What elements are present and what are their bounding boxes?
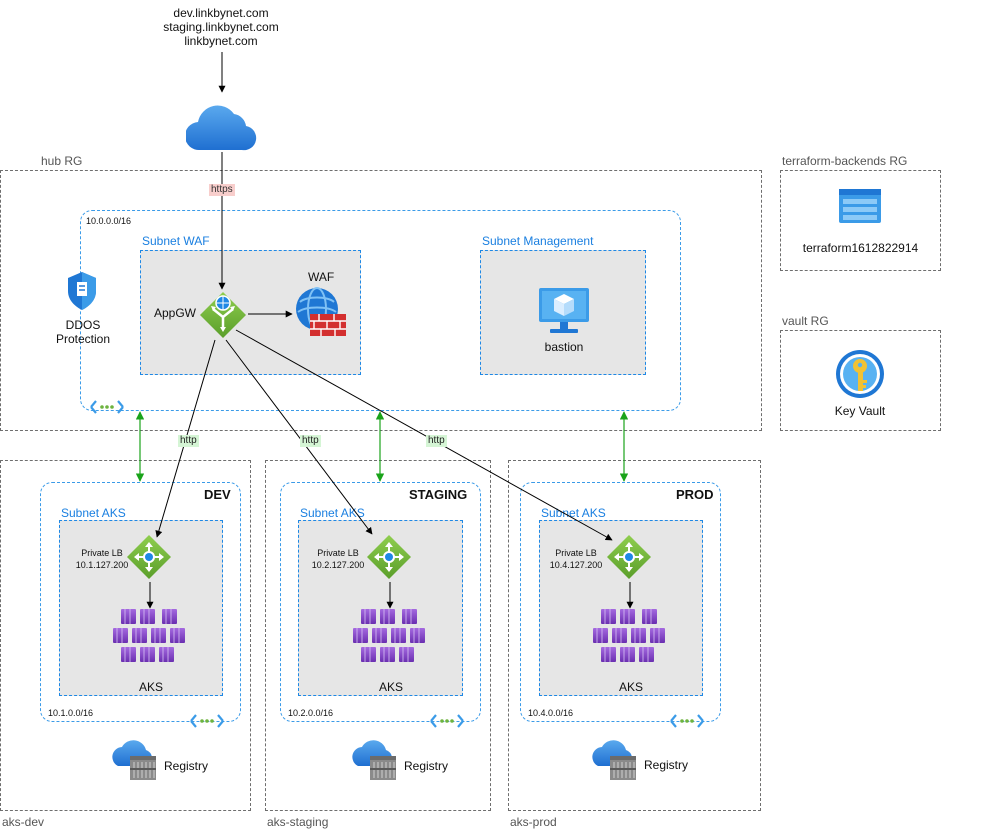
domain-staging: staging.linkbynet.com [163,20,279,34]
staging-lb-label-line2: 10.2.127.200 [311,560,365,570]
keyvault-label: Key Vault [834,404,886,418]
appgw-icon [200,292,246,338]
cloud-icon [186,105,257,151]
waf-label: WAF [308,270,335,284]
http-edge-label-dev: http [178,435,199,447]
dev-vnet-cidr: 10.1.0.0/16 [48,708,94,718]
staging-vnet-cidr: 10.2.0.0/16 [288,708,334,718]
staging-aks-label: AKS [378,680,403,694]
vault-rg-label: vault RG [782,314,829,328]
prod-lb-label: Private LB 10.4.127.200 [544,547,608,571]
edge-appgw-prod-lb [235,329,613,541]
ddos-label-line2: Protection [55,332,111,346]
prod-registry-label: Registry [644,758,689,772]
prod-vnet [520,482,721,722]
domain-dev: dev.linkbynet.com [173,6,269,20]
bastion-icon [539,288,589,333]
dev-lb-label-line2: 10.1.127.200 [75,560,129,570]
http-edge-label-prod: http [426,435,447,447]
storage-label: terraform1612822914 [802,241,919,255]
prod-env-title: PROD [676,487,714,502]
dev-lb-label-line1: Private LB [81,548,123,558]
domain-prod: linkbynet.com [184,34,258,48]
dev-lb-label: Private LB 10.1.127.200 [72,547,132,571]
ddos-label: DDOS Protection [40,318,126,346]
staging-lb-label: Private LB 10.2.127.200 [306,547,370,571]
staging-registry-label: Registry [404,759,449,773]
hub-vnet-cidr: 10.0.0.0/16 [86,216,132,226]
dev-registry-label: Registry [164,759,209,773]
domain-list: dev.linkbynet.com staging.linkbynet.com … [160,6,282,48]
edge-appgw-staging-lb [225,339,373,535]
dev-aks-label: AKS [138,680,163,694]
http-edge-label-staging: http [300,435,321,447]
subnet-management-label: Subnet Management [482,234,594,248]
ddos-shield-icon [68,272,96,310]
staging-env-title: STAGING [409,487,468,502]
keyvault-icon [836,350,884,398]
appgw-label: AppGW [154,306,197,320]
prod-lb-label-line2: 10.4.127.200 [549,560,603,570]
dev-env-title: DEV [204,487,231,502]
staging-subnet-aks-label: Subnet AKS [300,506,365,520]
prod-vnet-cidr: 10.4.0.0/16 [528,708,574,718]
hub-rg-label: hub RG [41,154,83,168]
prod-aks-label: AKS [618,680,643,694]
waf-icon [296,287,346,336]
terraform-rg [780,170,941,271]
bastion-label: bastion [544,340,584,354]
staging-vnet [280,482,481,722]
dev-vnet [40,482,241,722]
aks-staging-rg-label: aks-staging [267,815,329,829]
aks-prod-rg-label: aks-prod [510,815,557,829]
dev-subnet-aks-label: Subnet AKS [61,506,126,520]
terraform-rg-label: terraform-backends RG [782,154,908,168]
aks-prod-rg [508,460,761,811]
prod-lb-label-line1: Private LB [555,548,597,558]
ddos-label-line1: DDOS [65,318,101,332]
https-edge-label: https [209,184,235,196]
storage-icon [839,189,881,223]
aks-dev-rg-label: aks-dev [2,815,45,829]
aks-dev-rg [0,460,251,811]
subnet-waf-label: Subnet WAF [142,234,210,248]
vault-rg [780,330,941,431]
staging-lb-label-line1: Private LB [317,548,359,558]
